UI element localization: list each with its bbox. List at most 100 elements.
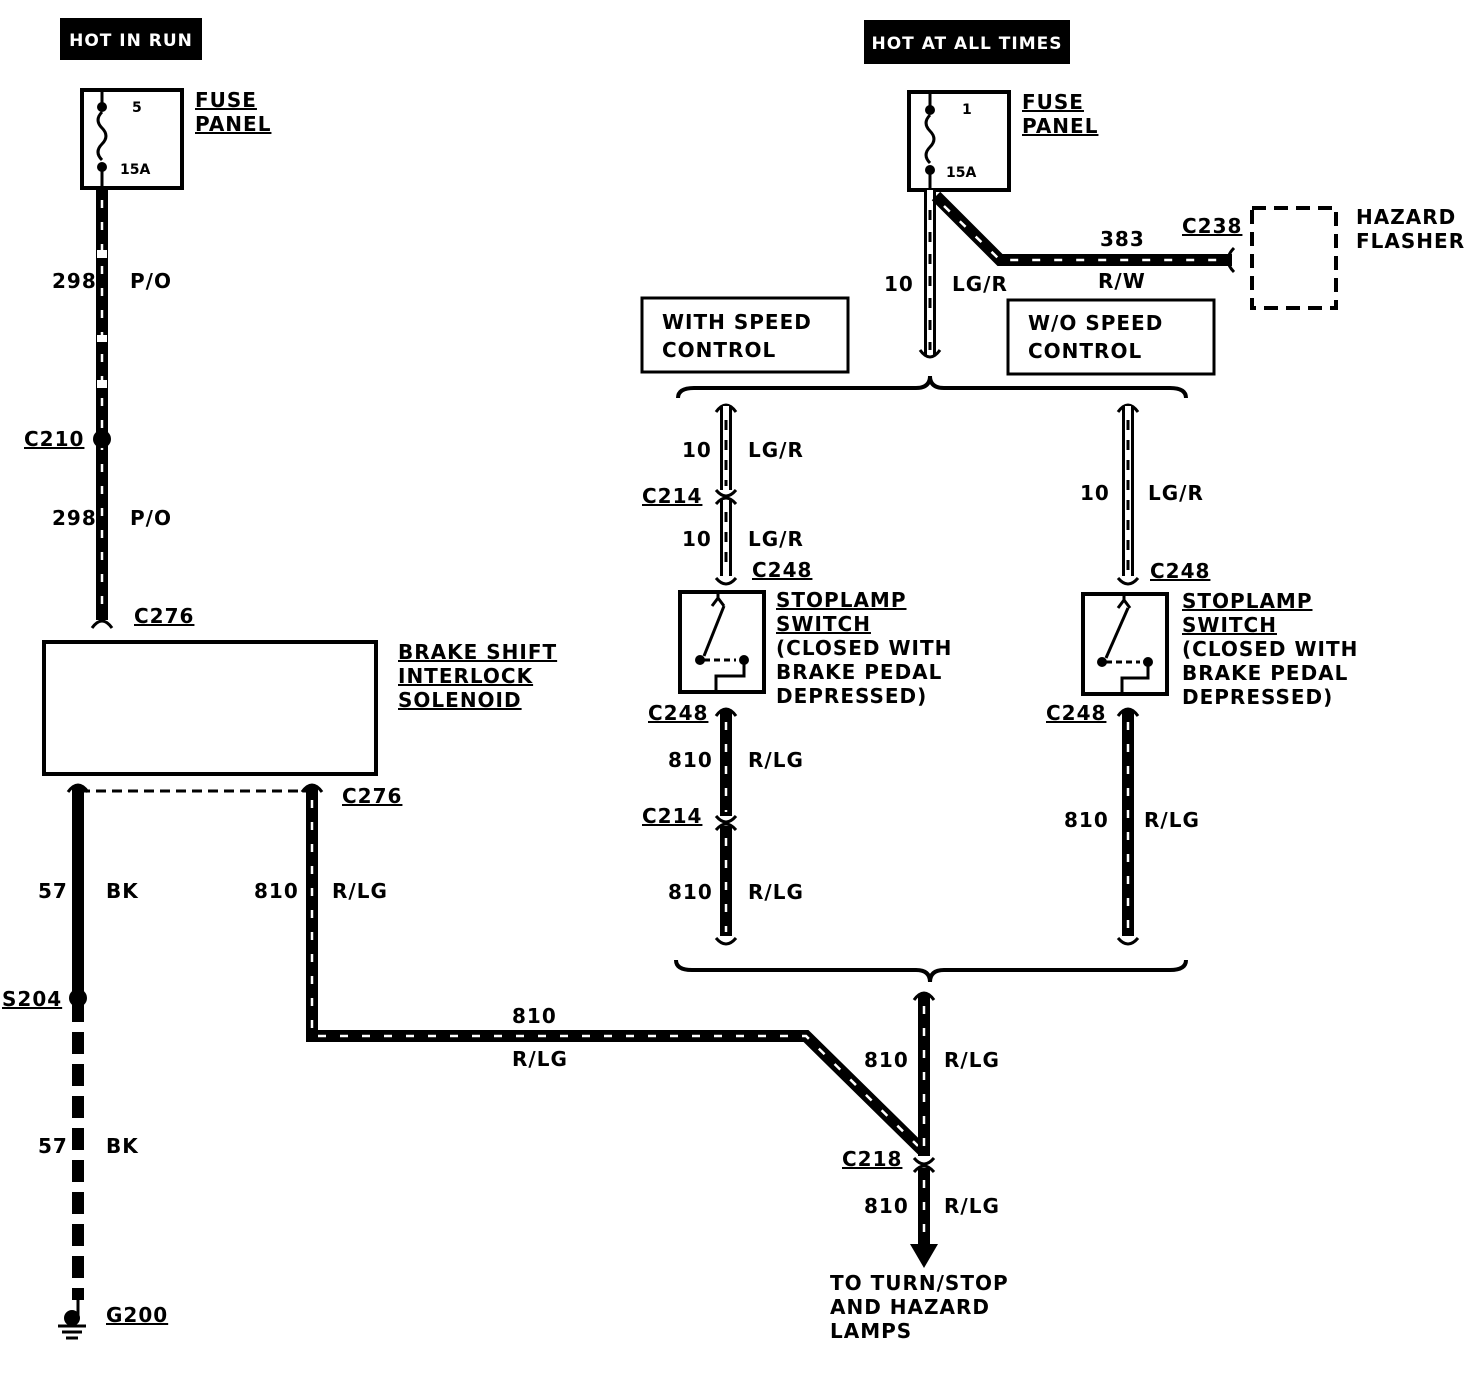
wire-10-with-speed [714, 403, 738, 586]
wire-10-main-circuit: 10 [884, 272, 914, 296]
wire-810-sol-color: R/LG [332, 879, 388, 903]
stoplamp-left-label-4: BRAKE PEDAL [776, 660, 942, 684]
destination-line-1: TO TURN/STOP [830, 1271, 1009, 1295]
brace-top [676, 375, 1188, 399]
wire-57-circuit-b: 57 [38, 1134, 68, 1158]
wire-383 [931, 191, 1236, 274]
wire-10-wo-circuit: 10 [1080, 481, 1110, 505]
wire-298-circuit-a: 298 [52, 269, 97, 293]
wire-57-circuit-a: 57 [38, 879, 68, 903]
wire-298 [90, 188, 114, 629]
wire-810-ws-circuit-b: 810 [668, 880, 713, 904]
wire-10-main-color: LG/R [952, 272, 1008, 296]
stoplamp-left-label-5: DEPRESSED) [776, 684, 927, 708]
wire-10-wo-color: LG/R [1148, 481, 1204, 505]
header-hot-at-all-times-text: HOT AT ALL TIMES [872, 34, 1063, 54]
stoplamp-left-label-1: STOPLAMP [776, 588, 907, 612]
hazard-label-2: FLASHER [1356, 229, 1465, 253]
wire-57-color-a: BK [106, 879, 139, 903]
wire-10-wo-speed [1116, 403, 1140, 586]
destination-line-2: AND HAZARD [830, 1295, 990, 1319]
solenoid-label-3: SOLENOID [398, 688, 522, 712]
connector-c214-a: C214 [642, 484, 702, 508]
fuse-left-number: 5 [132, 100, 142, 116]
wire-810-wo-circuit: 810 [1064, 808, 1109, 832]
wire-10-main [918, 190, 942, 359]
wire-810-ws-circuit-a: 810 [668, 748, 713, 772]
connector-c248-ws-bot: C248 [648, 701, 708, 725]
connector-c248-wo-top: C248 [1150, 559, 1210, 583]
hazard-flasher [1250, 206, 1338, 310]
hazard-label-1: HAZARD [1356, 205, 1456, 229]
with-speed-label-2: CONTROL [662, 338, 776, 362]
wire-810-main [910, 991, 938, 1268]
with-speed-label-1: WITH SPEED [662, 310, 812, 334]
with-speed-control-box [640, 296, 850, 374]
destination-line-3: LAMPS [830, 1319, 912, 1343]
wo-speed-control-box [1006, 298, 1216, 376]
connector-c276-top: C276 [134, 604, 194, 628]
connector-c276-bottom: C276 [342, 784, 402, 808]
splice-s204: S204 [2, 987, 62, 1011]
stoplamp-right-label-2: SWITCH [1182, 613, 1277, 637]
solenoid-label-1: BRAKE SHIFT [398, 640, 557, 664]
wire-57 [66, 783, 90, 1318]
connector-c238: C238 [1182, 214, 1242, 238]
connector-c210-dot [93, 430, 111, 448]
wire-383-color: R/W [1098, 269, 1146, 293]
wire-298-color-a: P/O [130, 269, 172, 293]
fuse-right-number: 1 [962, 102, 972, 118]
connector-c248-wo-bot: C248 [1046, 701, 1106, 725]
fuse-right-rating: 15A [946, 165, 976, 181]
wire-810-wo-color: R/LG [1144, 808, 1200, 832]
wire-810-ws-color-a: R/LG [748, 748, 804, 772]
ground-g200: G200 [106, 1303, 168, 1327]
fuse-left: 5 15A [80, 88, 184, 190]
wo-speed-label-2: CONTROL [1028, 339, 1142, 363]
stoplamp-right-label-1: STOPLAMP [1182, 589, 1313, 613]
connector-c248-ws-top: C248 [752, 558, 812, 582]
wire-10-ws-color-b: LG/R [748, 527, 804, 551]
connector-c214-b: C214 [642, 804, 702, 828]
header-hot-in-run: HOT IN RUN [60, 18, 202, 60]
fuse-left-label-2: PANEL [195, 112, 271, 136]
ground-icon [58, 1310, 86, 1340]
fuse-left-label-1: FUSE [195, 88, 257, 112]
stoplamp-right-label-4: BRAKE PEDAL [1182, 661, 1348, 685]
wire-10-ws-circuit-a: 10 [682, 438, 712, 462]
wire-810-main-circuit-a: 810 [864, 1048, 909, 1072]
stoplamp-right-label-5: DEPRESSED) [1182, 685, 1333, 709]
wire-810-wo-speed [1116, 707, 1140, 946]
stoplamp-switch-left [678, 590, 766, 694]
wire-810-horiz-circuit: 810 [512, 1004, 557, 1028]
stoplamp-left-label-3: (CLOSED WITH [776, 636, 952, 660]
wo-speed-label-1: W/O SPEED [1028, 311, 1163, 335]
solenoid-label-2: INTERLOCK [398, 664, 534, 688]
wire-810-ws-color-b: R/LG [748, 880, 804, 904]
wire-810-horiz-color: R/LG [512, 1047, 568, 1071]
wire-810-sol-circuit: 810 [254, 879, 299, 903]
wire-298-circuit-b: 298 [52, 506, 97, 530]
wire-810-solenoid [300, 783, 927, 1155]
wire-810-main-color-a: R/LG [944, 1048, 1000, 1072]
fuse-right-label-2: PANEL [1022, 114, 1098, 138]
connector-c210: C210 [24, 427, 84, 451]
wire-810-with-speed [714, 707, 738, 946]
wire-10-ws-color-a: LG/R [748, 438, 804, 462]
wire-810-main-circuit-b: 810 [864, 1194, 909, 1218]
wire-57-color-b: BK [106, 1134, 139, 1158]
stoplamp-left-label-2: SWITCH [776, 612, 871, 636]
brace-bottom [674, 959, 1188, 983]
splice-s204-dot [69, 989, 87, 1007]
header-hot-at-all-times: HOT AT ALL TIMES [864, 20, 1070, 64]
stoplamp-right-label-3: (CLOSED WITH [1182, 637, 1358, 661]
brake-shift-interlock-solenoid [42, 640, 378, 776]
wire-10-ws-circuit-b: 10 [682, 527, 712, 551]
fuse-left-rating: 15A [120, 162, 150, 178]
fuse-right-label-1: FUSE [1022, 90, 1084, 114]
fuse-right: 1 15A [907, 90, 1011, 192]
wire-383-circuit: 383 [1100, 227, 1145, 251]
wire-810-main-color-b: R/LG [944, 1194, 1000, 1218]
header-hot-in-run-text: HOT IN RUN [69, 31, 193, 51]
